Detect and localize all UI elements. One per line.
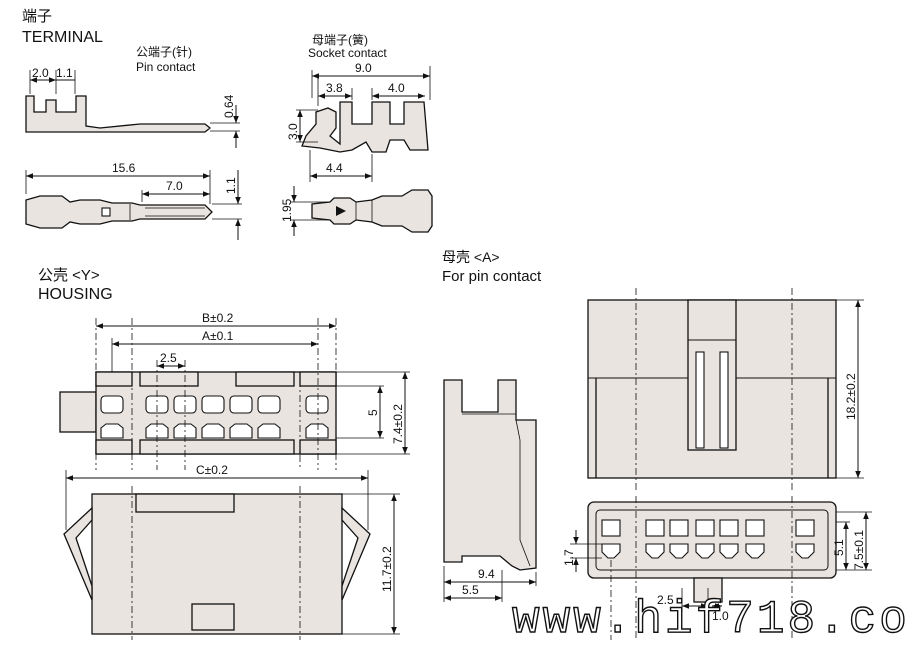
terminal-title-en: TERMINAL (22, 29, 103, 46)
dim-side-5-5: 5.5 (462, 583, 479, 597)
terminal-title-cn: 端子 (22, 8, 52, 25)
receptacle-title-cn: 母壳 <A> (442, 249, 500, 265)
pin-contact-side-view: 2.0 1.1 0.64 (25, 66, 240, 148)
housing-front-view: C±0.2 11.7±0.2 (63, 463, 400, 640)
housing-title-cn: 公壳 <Y> (38, 267, 100, 284)
dim-pin-tip: 7.0 (166, 179, 183, 193)
receptacle-side-view: 9.4 5.5 (443, 379, 537, 602)
receptacle-bottom-view: 5.1 7.5±0.1 1.7 2.5 1.0 (562, 496, 872, 640)
watermark-text: www.hif718.com (512, 594, 910, 646)
dim-socket-h: 3.0 (286, 123, 300, 140)
pin-contact-top-view: 15.6 7.0 1.1 (25, 161, 242, 240)
socket-contact-label-en: Socket contact (308, 46, 387, 60)
dim-pin-length: 15.6 (112, 161, 136, 175)
dim-socket-width: 1.95 (280, 198, 294, 222)
dim-socket-a: 3.8 (326, 81, 343, 95)
dim-receptacle-2-5: 2.5 (657, 593, 674, 607)
housing-title-en: HOUSING (38, 286, 113, 303)
dim-pin-h: 0.64 (222, 94, 236, 118)
pin-contact-label-cn: 公端子(针) (136, 44, 192, 59)
dim-housing-5: 5 (366, 409, 380, 416)
dim-receptacle-7-5: 7.5±0.1 (852, 530, 866, 570)
pin-contact-label-en: Pin contact (136, 60, 196, 74)
dim-housing-pitch: 2.5 (160, 351, 177, 365)
dim-pin-b: 1.1 (56, 66, 73, 80)
dim-pin-width: 1.1 (224, 177, 238, 194)
dim-housing-11-7: 11.7±0.2 (380, 546, 394, 592)
dim-housing-b: B±0.2 (202, 311, 234, 325)
dim-receptacle-1-0: 1.0 (712, 609, 729, 623)
dim-housing-7-4: 7.4±0.2 (391, 404, 405, 444)
dim-receptacle-5-1: 5.1 (832, 539, 846, 556)
receptacle-front-view: 18.2±0.2 (587, 288, 864, 490)
socket-contact-top-view: 1.95 (280, 186, 433, 236)
dim-housing-c: C±0.2 (196, 463, 228, 477)
socket-contact-side-view: 9.0 3.8 4.0 3.0 4.4 (286, 61, 431, 182)
socket-contact-label-cn: 母端子(簧) (312, 32, 368, 47)
dim-socket-c: 4.4 (326, 161, 343, 175)
dim-side-9-4: 9.4 (478, 567, 495, 581)
dim-receptacle-18-2: 18.2±0.2 (844, 373, 858, 420)
dim-receptacle-1-7: 1.7 (562, 549, 576, 566)
dim-socket-b: 4.0 (388, 81, 405, 95)
receptacle-title-en: For pin contact (442, 268, 542, 285)
dim-housing-a: A±0.1 (202, 329, 234, 343)
housing-top-view: B±0.2 A±0.1 2.5 5 7.4±0.2 (59, 311, 410, 470)
dim-pin-a: 2.0 (32, 66, 49, 80)
dim-socket-length: 9.0 (355, 61, 372, 75)
